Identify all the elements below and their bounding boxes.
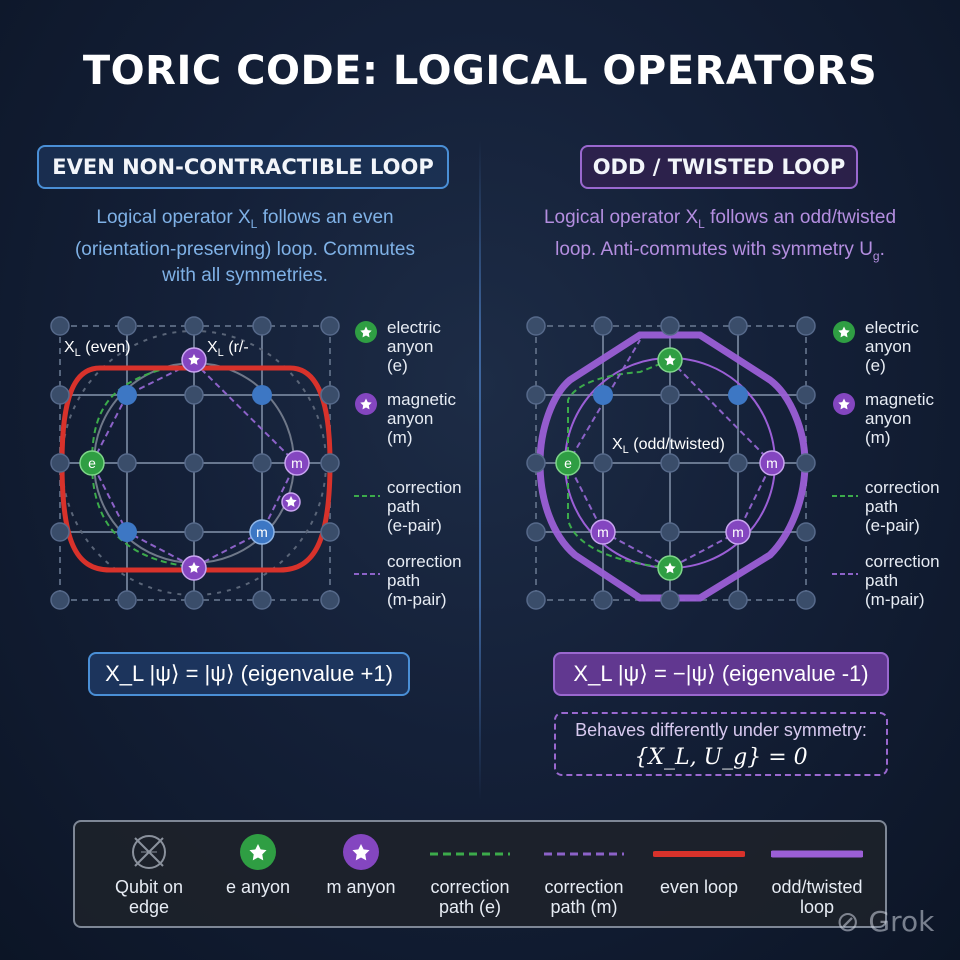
svg-text:e: e [88, 455, 96, 471]
correction-e-line-icon [430, 852, 510, 856]
left-correction-path-e [91, 364, 201, 464]
symmetry-note: Behaves differently under symmetry: {X_L… [554, 712, 888, 776]
left-star-anyons [181, 347, 301, 581]
symmetry-note-line1: Behaves differently under symmetry: [575, 720, 867, 740]
svg-text:m: m [766, 455, 778, 471]
correction-e-line-icon [832, 495, 858, 497]
right-lattice-diagram: e m m m XL (odd/twisted) [526, 316, 816, 610]
left-correction-path-m [90, 360, 298, 569]
correction-m-line-icon [354, 573, 380, 575]
right-loop-label: XL (odd/twisted) [612, 436, 725, 456]
svg-text:m: m [732, 524, 744, 540]
grok-logo-icon: ⊘ [836, 905, 860, 938]
legend-m-anyon: m anyon [315, 832, 407, 897]
left-even-loop [59, 365, 333, 573]
correction-m-line-icon [544, 852, 624, 856]
right-star-anyons [657, 347, 683, 581]
qubit-on-edge-icon [132, 835, 166, 869]
left-correction-path-e-lower [91, 462, 195, 568]
even-loop-line-icon [652, 851, 746, 857]
right-correction-path-e [567, 359, 671, 569]
svg-text:m: m [597, 524, 609, 540]
svg-text:m: m [291, 455, 303, 471]
m-anyon-icon [343, 834, 379, 870]
left-panel-description: Logical operator XL follows an even (ori… [74, 207, 416, 286]
correction-m-line-icon [832, 573, 858, 575]
left-e-anyon: e [79, 450, 105, 476]
grok-watermark: ⊘ Grok [836, 905, 935, 938]
magnetic-anyon-icon [833, 393, 855, 415]
right-e-anyon: e [555, 450, 581, 476]
electric-anyon-icon [355, 321, 377, 343]
page-title: TORIC CODE: LOGICAL OPERATORS [82, 48, 878, 94]
left-panel-header: EVEN NON-CONTRACTIBLE LOOP [37, 145, 449, 189]
right-eigenvalue-equation: X_L |ψ⟩ = −|ψ⟩ (eigenvalue -1) [553, 652, 889, 696]
left-m-anyons: m m [249, 450, 310, 545]
left-highlighted-vertices [117, 385, 272, 542]
correction-e-line-icon [354, 495, 380, 497]
e-anyon-icon [240, 834, 276, 870]
svg-text:e: e [564, 455, 572, 471]
left-eigenvalue-equation: X_L |ψ⟩ = |ψ⟩ (eigenvalue +1) [88, 652, 410, 696]
legend-e-anyon: e anyon [213, 832, 303, 897]
left-loop-label-2: XL (r/- [207, 339, 249, 359]
svg-text:m: m [256, 524, 268, 540]
right-odd-loop [536, 331, 809, 602]
left-loop-label: XL (even) [64, 339, 131, 359]
right-m-anyons: m m m [590, 450, 785, 545]
legend-even-loop: even loop [649, 832, 749, 897]
magnetic-anyon-icon [355, 393, 377, 415]
left-lattice-diagram: e m m XL (even) XL (r/- [50, 316, 340, 610]
symmetry-note-line2: {X_L, U_g} = 0 [634, 745, 808, 770]
electric-anyon-icon [833, 321, 855, 343]
odd-loop-line-icon [769, 850, 865, 858]
left-nodes [50, 316, 340, 610]
panel-divider [479, 140, 481, 800]
right-panel-header: ODD / TWISTED LOOP [580, 145, 858, 189]
right-panel-description: Logical operator XL follows an odd/twist… [543, 207, 897, 263]
